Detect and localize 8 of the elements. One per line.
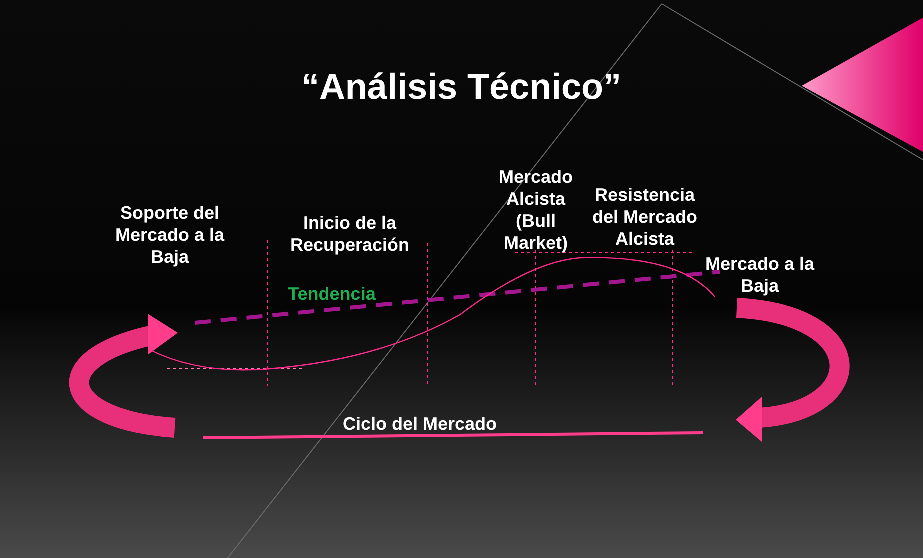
chart-label: Resistencia del Mercado Alcista — [591, 184, 699, 250]
chart-label: Tendencia — [287, 283, 377, 305]
slide-title: “Análisis Técnico” — [300, 66, 623, 108]
chart-label: Ciclo del Mercado — [342, 413, 498, 435]
chart-label: Soporte del Mercado a la Baja — [114, 202, 226, 268]
chart-label: Inicio de la Recuperación — [289, 212, 411, 256]
chart-label: Mercado a la Baja — [704, 253, 816, 297]
chart-label: Mercado Alcista (Bull Market) — [498, 166, 574, 254]
